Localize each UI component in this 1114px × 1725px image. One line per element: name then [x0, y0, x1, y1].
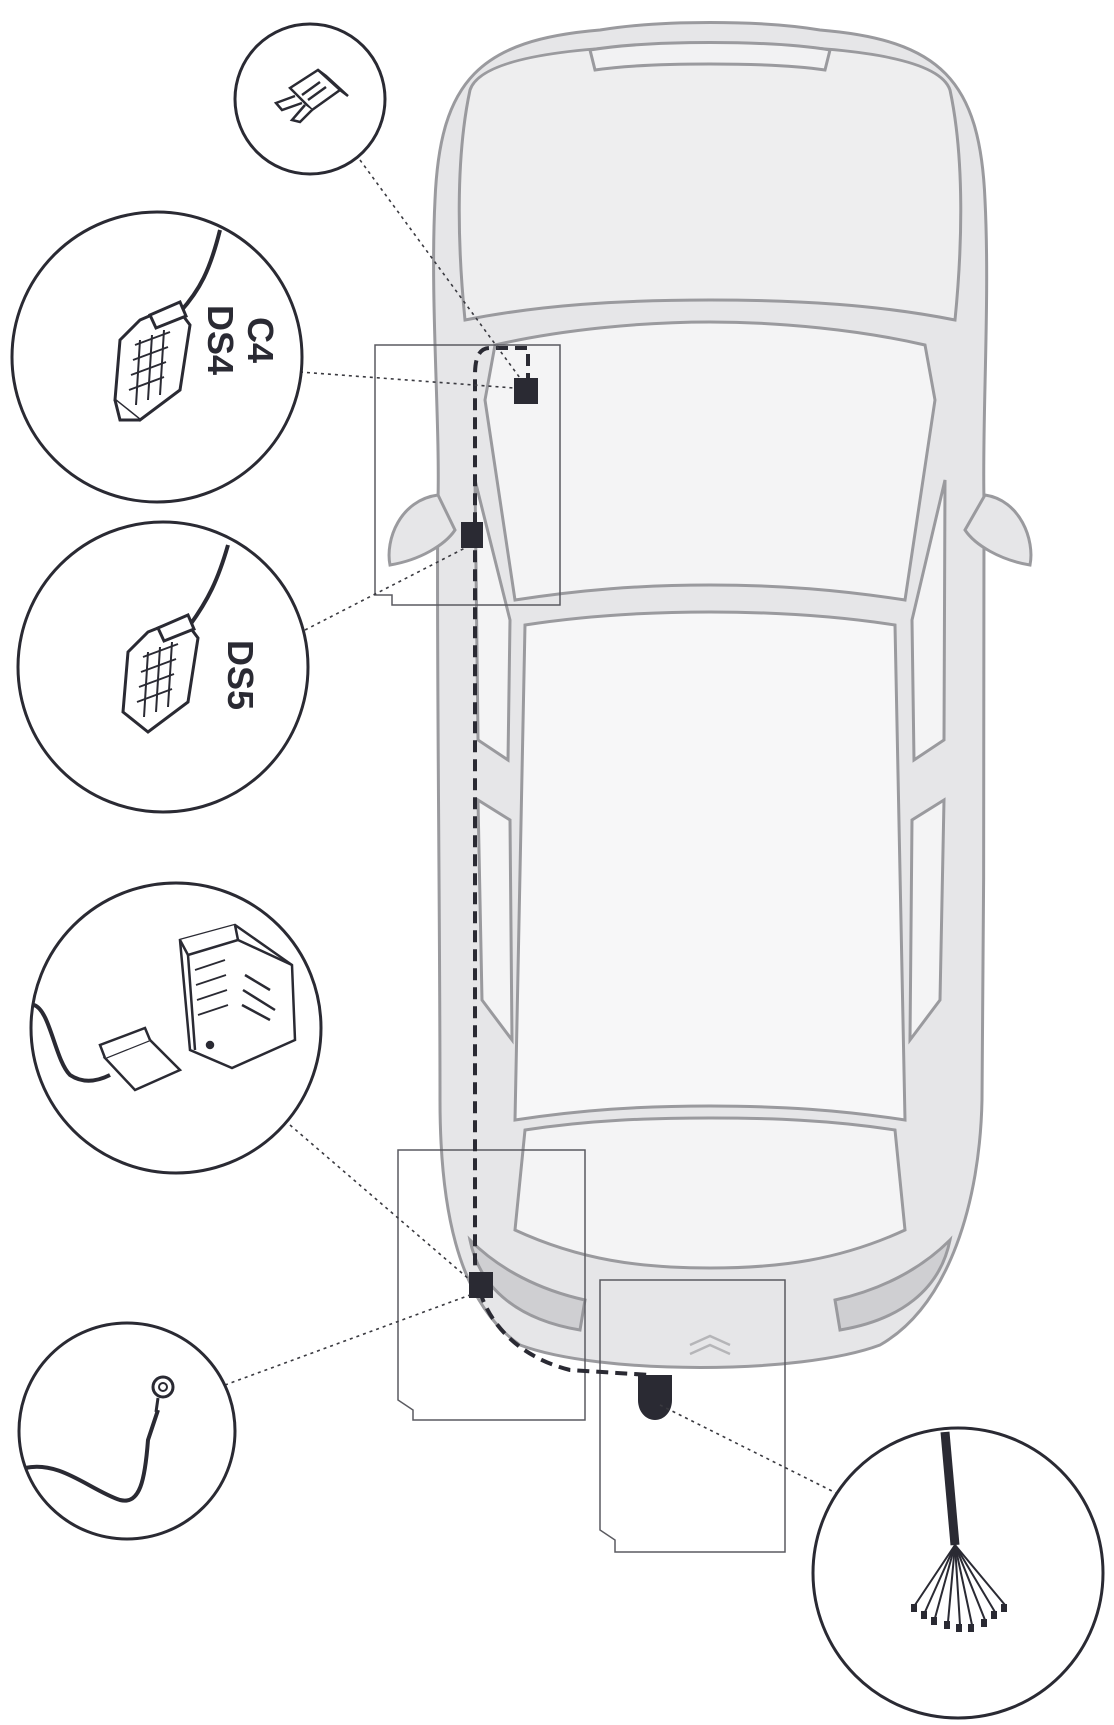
fuse-icon [273, 68, 349, 124]
wiring-harness [473, 346, 651, 1377]
connector-a-label-line2: DS4 [200, 305, 241, 375]
connection-points [461, 378, 672, 1420]
led-module-icon [32, 923, 297, 1092]
fuse-connection-point [514, 378, 538, 404]
connector-b-label-text: DS5 [220, 640, 261, 710]
loose-wires-icon [911, 1431, 1007, 1632]
tow-socket-icon [638, 1375, 672, 1420]
connector-b-icon [121, 544, 230, 734]
leader-lines [224, 159, 841, 1496]
connector-a-label: C4 DS4 [200, 305, 281, 375]
ground-wire-icon [24, 1375, 175, 1503]
connector-b-label: DS5 [220, 640, 261, 710]
car-top-view [387, 21, 1033, 1369]
dashboard-connection-point [461, 522, 483, 548]
module-connection-point [469, 1272, 493, 1298]
connector-a-label-line1: C4 [240, 317, 281, 363]
connector-a-icon [113, 229, 222, 422]
detail-circle-loose-wires [811, 1426, 1105, 1720]
detail-circle-ground [17, 1321, 237, 1541]
